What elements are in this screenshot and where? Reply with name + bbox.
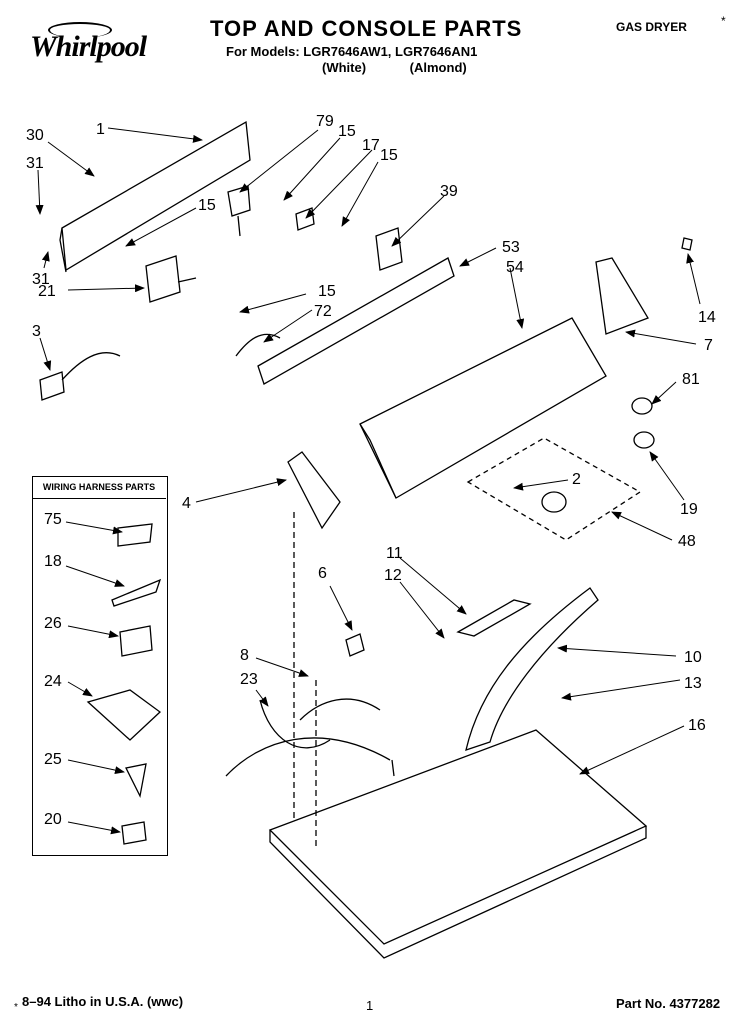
callout-79: 79: [316, 113, 334, 130]
harness-part-25: [125, 763, 147, 799]
callout-24: 24: [44, 673, 62, 690]
dryer-type-label: GAS DRYER: [616, 20, 687, 34]
callout-81: 81: [682, 371, 700, 388]
harness-part-18: [111, 578, 162, 607]
part-rear-bracket: [61, 120, 251, 272]
callout-21: 21: [38, 283, 56, 300]
wiring-harness-box: [32, 476, 168, 856]
part-switch-21: [145, 255, 197, 303]
part-knob-19: [633, 431, 655, 449]
callout-75: 75: [44, 511, 62, 528]
callout-23: 23: [240, 671, 258, 688]
part-bracket-53: [257, 257, 455, 385]
part-39: [375, 227, 403, 271]
footer-part-number: Part No. 4377282: [616, 996, 721, 1011]
part-screw-14: [681, 237, 693, 251]
model-numbers: For Models: LGR7646AW1, LGR7646AN1: [226, 44, 478, 59]
callout-8: 8: [240, 647, 249, 664]
callout-15b: 15: [380, 147, 398, 164]
callout-31b: 31: [32, 271, 50, 288]
part-bracket-7: [595, 257, 649, 335]
callout-39: 39: [440, 183, 458, 200]
brand-logo-swoosh: [48, 22, 112, 38]
callout-14: 14: [698, 309, 716, 326]
wiring-harness-title: WIRING HARNESS PARTS: [32, 476, 166, 499]
harness-part-24: [86, 689, 162, 741]
harness-part-75: [117, 523, 153, 547]
callout-15c: 15: [198, 197, 216, 214]
part-connector-3: [39, 352, 121, 401]
callout-2: 2: [572, 471, 581, 488]
callout-17: 17: [362, 137, 380, 154]
part-dashed-area-48: [466, 437, 642, 541]
part-harness-23: [225, 698, 395, 777]
callout-3: 3: [32, 323, 41, 340]
part-console-54-edge: [359, 423, 397, 499]
variant-almond: (Almond): [409, 60, 467, 75]
page-title: TOP AND CONSOLE PARTS: [210, 16, 523, 41]
footer-litho: 8–94 Litho in U.S.A. (wwc): [22, 994, 184, 1009]
callout-7: 7: [704, 337, 713, 354]
dryer-type-mark: *: [721, 14, 726, 28]
brand-logo: Whirlpool: [30, 30, 147, 63]
part-17: [295, 207, 315, 231]
part-console-54: [359, 317, 607, 499]
variant-white: (White): [322, 60, 367, 75]
part-knob-81: [631, 397, 653, 415]
part-wire-72: [235, 333, 281, 357]
part-top-panel-16: [268, 729, 648, 945]
callout-26: 26: [44, 615, 62, 632]
harness-part-26: [119, 625, 153, 657]
part-end-cap-4: [287, 451, 341, 530]
callout-12: 12: [384, 567, 402, 584]
callout-19: 19: [680, 501, 698, 518]
callout-20: 20: [44, 811, 62, 828]
part-clip-79: [227, 185, 251, 237]
footer-mark: *: [14, 1002, 18, 1013]
callout-13: 13: [684, 675, 702, 692]
callout-15a: 15: [338, 123, 356, 140]
footer-page-number: 1: [366, 998, 374, 1013]
callout-11: 11: [386, 545, 403, 562]
callout-54: 54: [506, 259, 524, 276]
callout-48: 48: [678, 533, 696, 550]
callout-6: 6: [318, 565, 327, 582]
part-control-panel-10: [465, 587, 599, 751]
harness-part-20: [121, 821, 147, 845]
callout-53: 53: [502, 239, 520, 256]
part-rear-bracket-edge: [59, 227, 67, 273]
part-top-panel-16-edge: [269, 826, 647, 959]
callout-1: 1: [96, 121, 105, 138]
callout-10: 10: [684, 649, 702, 666]
color-variants: (White) (Almond): [322, 60, 467, 75]
callout-72: 72: [314, 303, 332, 320]
callout-25: 25: [44, 751, 62, 768]
part-11: [456, 599, 532, 637]
callout-30: 30: [26, 127, 44, 144]
callout-4: 4: [182, 495, 191, 512]
part-knob-2: [541, 491, 567, 513]
callout-18: 18: [44, 553, 62, 570]
part-6: [345, 633, 365, 657]
callout-16: 16: [688, 717, 706, 734]
callout-15d: 15: [318, 283, 336, 300]
callout-31a: 31: [26, 155, 44, 172]
